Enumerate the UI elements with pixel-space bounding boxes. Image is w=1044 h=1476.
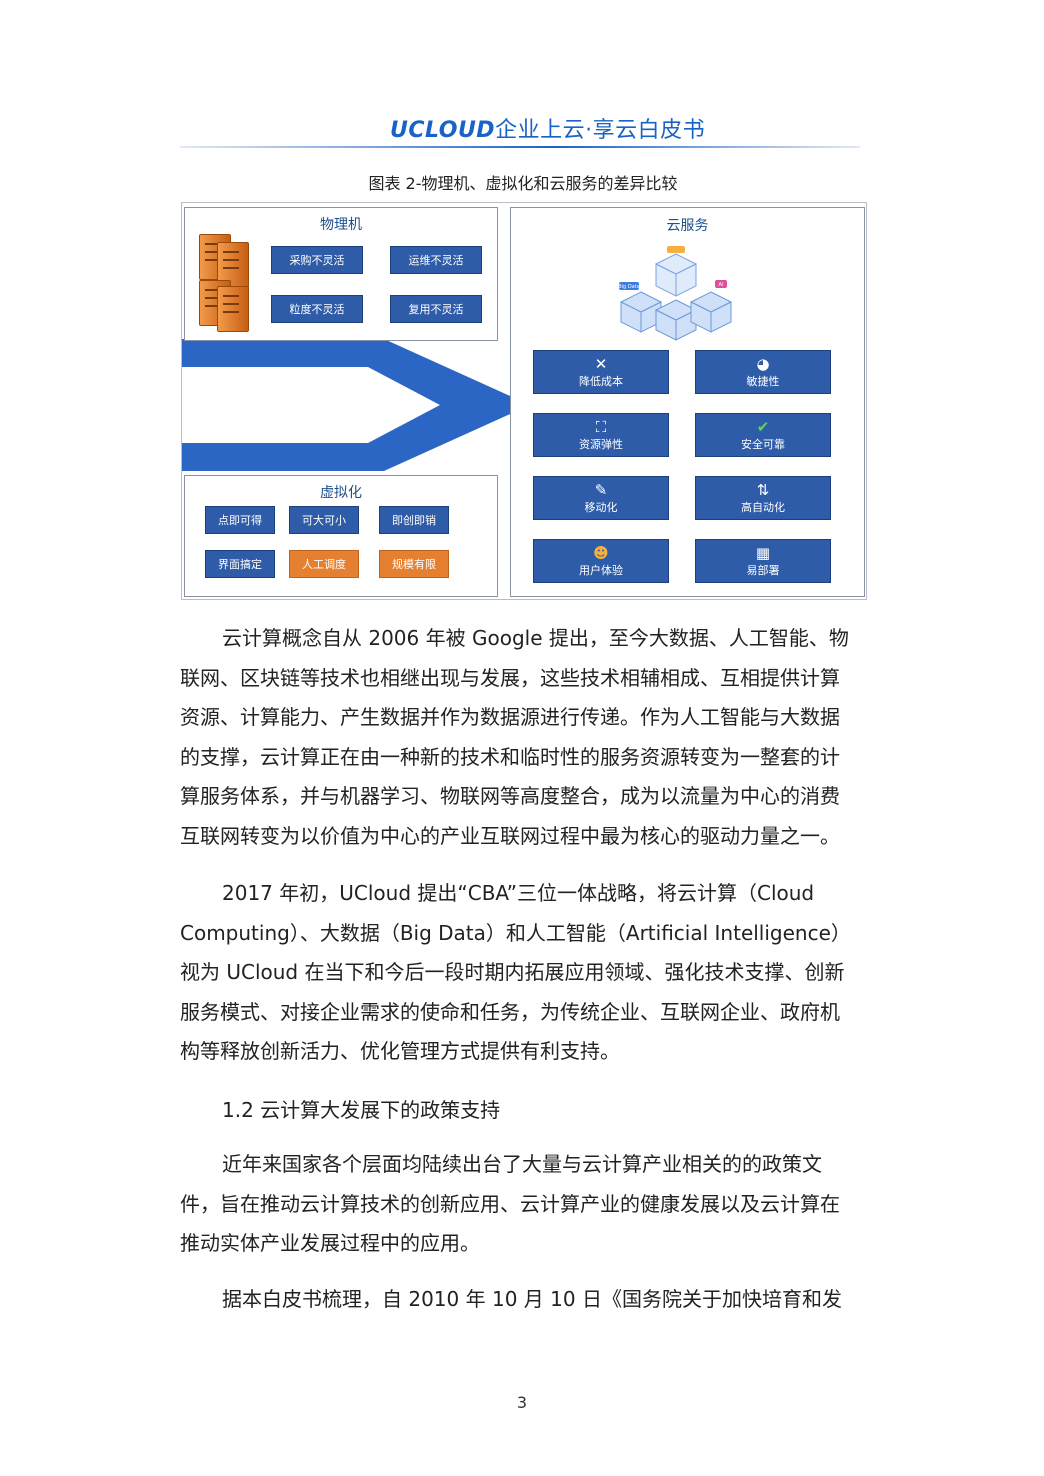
cloud-service-title: 云服务 <box>666 218 709 234</box>
tile-agility: ◕ 敏捷性 <box>695 350 831 394</box>
tools-icon: ✕ <box>594 355 608 373</box>
grid-icon: ▦ <box>755 544 771 562</box>
tile-elasticity: ⛶ 资源弹性 <box>533 413 669 457</box>
brand-tagline: 企业上云·享云白皮书 <box>495 118 706 143</box>
ucloud-logo: UCLOUD <box>390 118 496 143</box>
tile-mobility: ✎ 移动化 <box>533 476 669 520</box>
tag-ui: 界面搞定 <box>205 550 275 578</box>
server-rack-icon <box>199 234 249 332</box>
physical-machine-panel: 物理机 采购不灵活 运维不灵活 粒度不灵活 复用不灵活 <box>184 207 498 341</box>
tag-manual-scheduling: 人工调度 <box>289 550 359 578</box>
chevron-arrow <box>182 339 530 471</box>
header-rule <box>180 146 860 148</box>
tile-user-experience: ☻ 用户体验 <box>533 539 669 583</box>
tag-reuse: 复用不灵活 <box>390 295 482 323</box>
paragraph-4: 据本白皮书梳理，自 2010 年 10 月 10 日《国务院关于加快培育和发 <box>222 1287 842 1311</box>
virtualization-title: 虚拟化 <box>320 485 362 501</box>
physical-machine-title: 物理机 <box>320 217 362 233</box>
art-label-ai: AI <box>719 282 724 288</box>
brand: UCLOUD企业上云·享云白皮书 <box>390 112 705 144</box>
tile-automation: ⇅ 高自动化 <box>695 476 831 520</box>
paragraph-2: 2017 年初，UCloud 提出“CBA”三位一体战略，将云计算（Cloud … <box>180 881 851 1064</box>
tag-granularity: 粒度不灵活 <box>271 295 363 323</box>
tag-scalable: 可大可小 <box>289 506 359 534</box>
smile-icon: ☻ <box>593 544 609 562</box>
tag-instant: 点即可得 <box>205 506 275 534</box>
expand-icon: ⛶ <box>595 418 607 436</box>
tile-security: ✔ 安全可靠 <box>695 413 831 457</box>
tile-easy-deploy: ▦ 易部署 <box>695 539 831 583</box>
tag-limited-scale: 规模有限 <box>379 550 449 578</box>
tag-operations: 运维不灵活 <box>390 246 482 274</box>
paragraph-1: 云计算概念自从 2006 年被 Google 提出，至今大数据、人工智能、物 联… <box>180 626 849 848</box>
edit-icon: ✎ <box>594 481 608 499</box>
check-icon: ✔ <box>756 418 770 436</box>
comparison-figure: 物理机 采购不灵活 运维不灵活 粒度不灵活 复用不灵活 虚拟化 点即可得 可大可… <box>181 202 867 600</box>
section-heading: 1.2 云计算大发展下的政策支持 <box>222 1098 501 1122</box>
page-header: UCLOUD企业上云·享云白皮书 <box>180 110 860 150</box>
tile-lower-cost: ✕ 降低成本 <box>533 350 669 394</box>
gauge-icon: ◕ <box>756 355 770 373</box>
cloud-cubes-illustration: Big Data AI <box>618 246 733 341</box>
paragraph-3: 近年来国家各个层面均陆续出台了大量与云计算产业相关的的政策文 件，旨在推动云计算… <box>180 1152 840 1256</box>
page-number: 3 <box>516 1393 528 1412</box>
virtualization-panel: 虚拟化 点即可得 可大可小 即创即销 界面搞定 人工调度 规模有限 <box>184 475 498 597</box>
cloud-service-panel: 云服务 Big Data AI <box>510 207 865 597</box>
tag-create-destroy: 即创即销 <box>379 506 449 534</box>
sort-icon: ⇅ <box>756 481 770 499</box>
art-label-bigdata: Big Data <box>618 284 640 290</box>
tag-purchase: 采购不灵活 <box>271 246 363 274</box>
figure-caption: 图表 2-物理机、虚拟化和云服务的差异比较 <box>368 174 678 193</box>
